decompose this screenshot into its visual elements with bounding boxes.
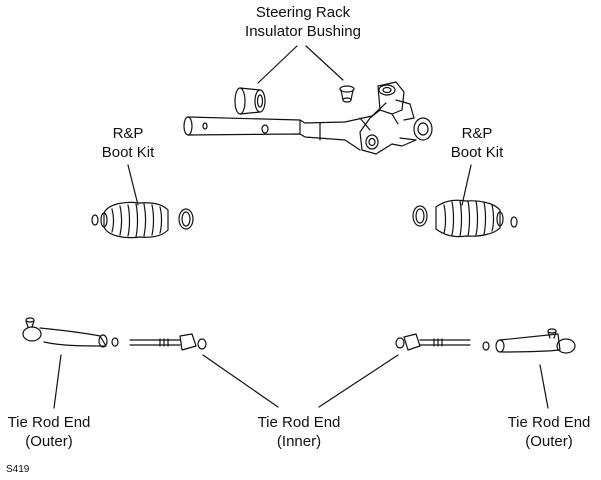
- boot-kit-left: [91, 201, 194, 239]
- leader-outer-right: [539, 364, 549, 409]
- label-tie-rod-end-outer-right: Tie Rod End (Outer): [507, 414, 591, 450]
- leader-boot-left: [127, 164, 139, 206]
- label-boot-kit-left: R&P Boot Kit: [101, 125, 155, 161]
- steering-rack-housing: [183, 81, 433, 155]
- insulator-bushing-small: [339, 85, 355, 103]
- label-tie-rod-end-inner: Tie Rod End (Inner): [257, 414, 341, 450]
- leader-bushing-right: [305, 45, 344, 81]
- figure-code: S419: [6, 464, 30, 475]
- label-tie-rod-end-outer-left: Tie Rod End (Outer): [7, 414, 91, 450]
- label-boot-kit-right: R&P Boot Kit: [450, 125, 504, 161]
- leader-inner-right: [318, 354, 399, 408]
- insulator-bushing-large: [234, 87, 266, 115]
- label-steering-rack-insulator-bushing: Steering Rack Insulator Bushing: [245, 4, 361, 40]
- tie-rod-end-outer-left: [22, 317, 119, 348]
- tie-rod-end-outer-right: [482, 328, 576, 354]
- leader-bushing-left: [257, 45, 298, 84]
- leader-inner-left: [202, 354, 279, 408]
- leader-lines: [53, 45, 549, 409]
- tie-rod-end-inner-left: [129, 333, 207, 351]
- tie-rod-end-inner-right: [395, 333, 471, 351]
- leader-boot-right: [461, 164, 472, 206]
- boot-kit-right: [412, 199, 518, 238]
- leader-outer-left: [53, 354, 62, 409]
